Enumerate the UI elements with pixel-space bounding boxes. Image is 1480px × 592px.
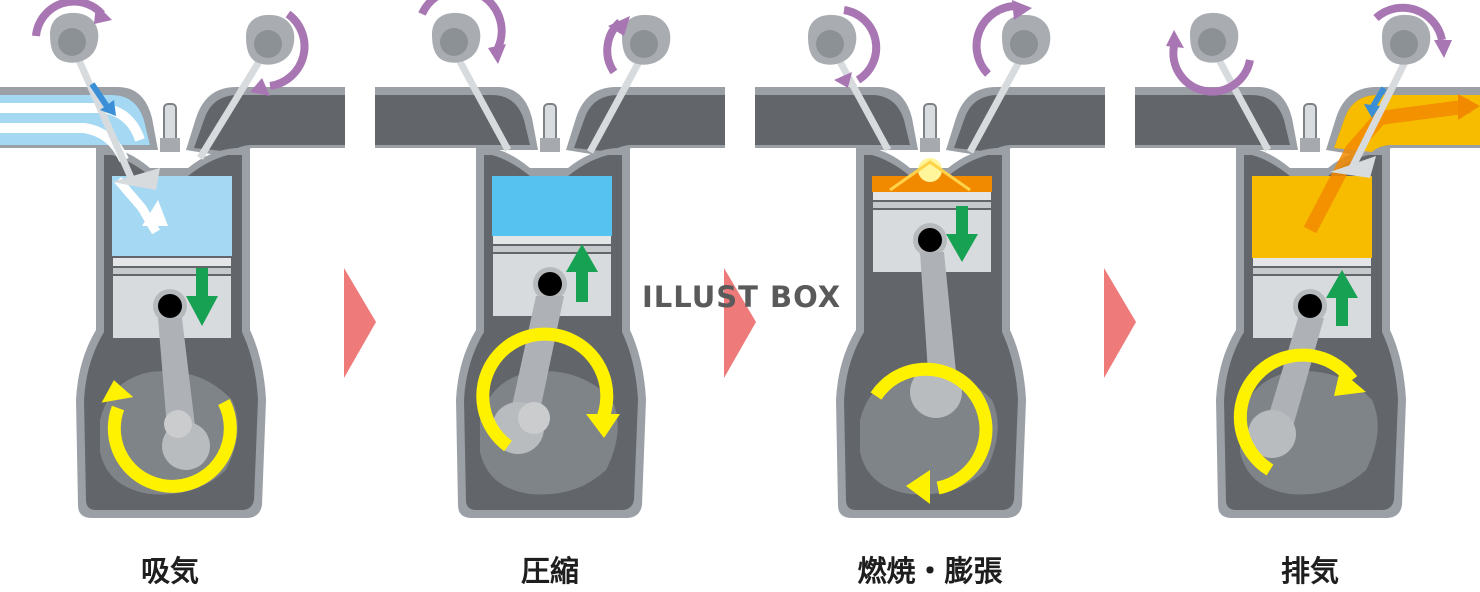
stage-combustion [755, 0, 1105, 518]
stage-label-compression: 圧縮 [420, 548, 680, 590]
stage-exhaust [1135, 8, 1480, 518]
stage-compression [375, 0, 725, 518]
flow-arrow-1 [344, 268, 376, 378]
stage-label-intake: 吸気 [40, 548, 300, 590]
stage-label-combustion: 燃焼・膨張 [800, 548, 1060, 590]
stage-label-exhaust: 排気 [1180, 548, 1440, 590]
stage-intake [0, 2, 345, 518]
flow-arrow-3 [1104, 268, 1136, 378]
watermark-text: ILLUST BOX [642, 280, 841, 314]
